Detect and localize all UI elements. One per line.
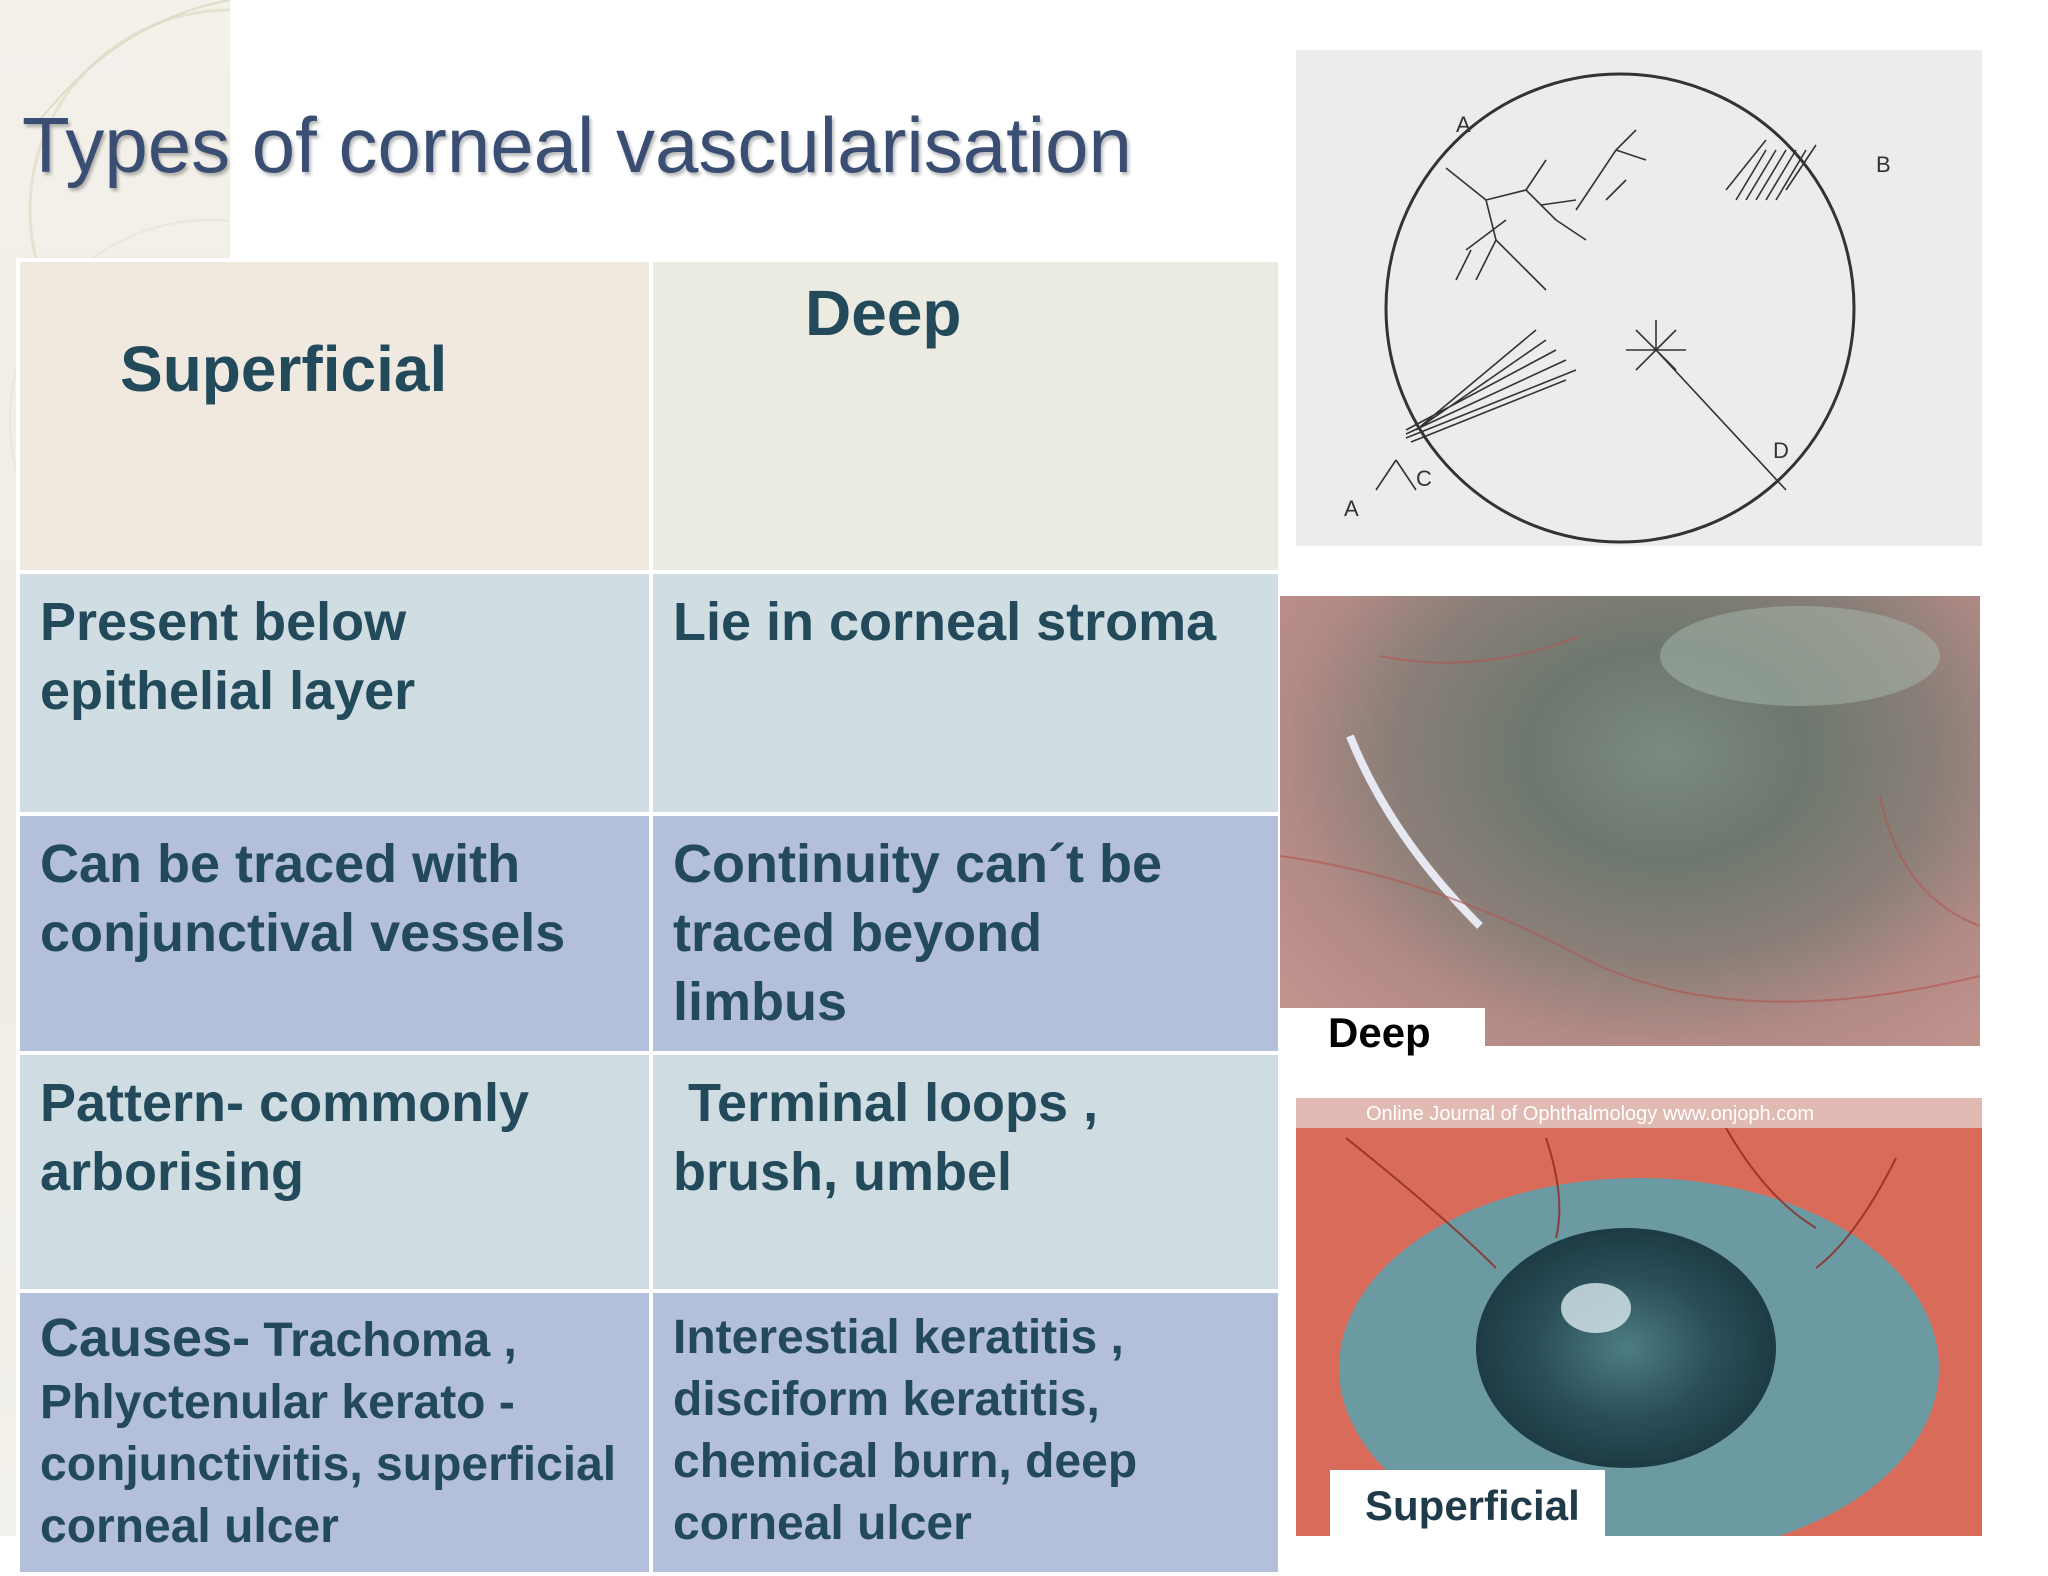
cell-line: Pattern- commonly xyxy=(40,1073,530,1133)
cell-deep-location: Lie in corneal stroma xyxy=(649,570,1282,816)
diagram-label-a-bottom: A xyxy=(1344,496,1359,521)
cell-line: Lie in corneal stroma xyxy=(673,592,1217,652)
diagram-label-a-top: A xyxy=(1456,112,1471,137)
cell-line: brush, umbel xyxy=(673,1142,1013,1202)
cell-line: Interestial keratitis , xyxy=(673,1311,1124,1364)
cell-line: arborising xyxy=(40,1142,305,1202)
diagram-label-b: B xyxy=(1876,152,1891,177)
table-row: Present below epithelial layer Lie in co… xyxy=(16,570,1282,816)
diagram-label-d: D xyxy=(1773,438,1789,463)
cell-line: epithelial layer xyxy=(40,661,416,721)
cell-line: conjunctivitis, superficial xyxy=(40,1438,617,1491)
table-header-row: Superficial Deep xyxy=(16,258,1282,574)
slide-title: Types of corneal vascularisation xyxy=(22,101,1132,189)
cell-line: Phlyctenular kerato - xyxy=(40,1376,515,1429)
cornea-vessel-diagram: A B C D A xyxy=(1296,50,1982,546)
header-deep: Deep xyxy=(649,258,1282,574)
causes-first: Trachoma , xyxy=(250,1314,517,1367)
superficial-vascularisation-photo: Online Journal of Ophthalmology www.onjo… xyxy=(1296,1098,1982,1536)
cell-line: corneal ulcer xyxy=(40,1500,339,1553)
cell-superficial-pattern: Pattern- commonly arborising xyxy=(16,1051,653,1293)
diagram-svg: A B C D A xyxy=(1344,72,1891,544)
cell-line: Causes- Trachoma , xyxy=(40,1307,629,1372)
cell-superficial-causes: Causes- Trachoma , Phlyctenular kerato -… xyxy=(16,1289,653,1576)
deep-photo-art xyxy=(1280,606,1980,1003)
cell-superficial-location: Present below epithelial layer xyxy=(16,570,653,816)
deep-vascularisation-photo xyxy=(1280,596,1980,1046)
cell-line: chemical burn, deep xyxy=(673,1435,1138,1488)
table-row: Causes- Trachoma , Phlyctenular kerato -… xyxy=(16,1289,1282,1576)
cell-line: Present below xyxy=(40,592,407,652)
cell-line: traced beyond xyxy=(673,903,1043,963)
cell-deep-causes: Interestial keratitis , disciform kerati… xyxy=(649,1289,1282,1576)
causes-label: Causes- xyxy=(40,1308,251,1368)
deep-photo-caption: Deep xyxy=(1280,1008,1485,1056)
journal-watermark: Online Journal of Ophthalmology www.onjo… xyxy=(1366,1103,1814,1125)
cell-line: corneal ulcer xyxy=(673,1497,972,1550)
diagram-label-c: C xyxy=(1416,466,1432,491)
cell-line: Terminal loops , xyxy=(673,1073,1099,1133)
superficial-photo-art: Online Journal of Ophthalmology www.onjo… xyxy=(1296,1098,1982,1536)
cell-deep-continuity: Continuity can´t be traced beyond limbus xyxy=(649,812,1282,1055)
cell-line: limbus xyxy=(673,972,848,1032)
table-row: Can be traced with conjunctival vessels … xyxy=(16,812,1282,1055)
cell-deep-pattern: Terminal loops , brush, umbel xyxy=(649,1051,1282,1293)
table-row: Pattern- commonly arborising Terminal lo… xyxy=(16,1051,1282,1293)
cell-line: conjunctival vessels xyxy=(40,903,566,963)
header-superficial: Superficial xyxy=(16,258,653,574)
comparison-table: Superficial Deep Present below epithelia… xyxy=(16,258,1282,1576)
cell-superficial-continuity: Can be traced with conjunctival vessels xyxy=(16,812,653,1055)
cell-line: disciform keratitis, xyxy=(673,1373,1100,1426)
cell-line: Continuity can´t be xyxy=(673,834,1162,894)
cell-line: Can be traced with xyxy=(40,834,521,894)
superficial-photo-caption: Superficial xyxy=(1330,1470,1605,1536)
